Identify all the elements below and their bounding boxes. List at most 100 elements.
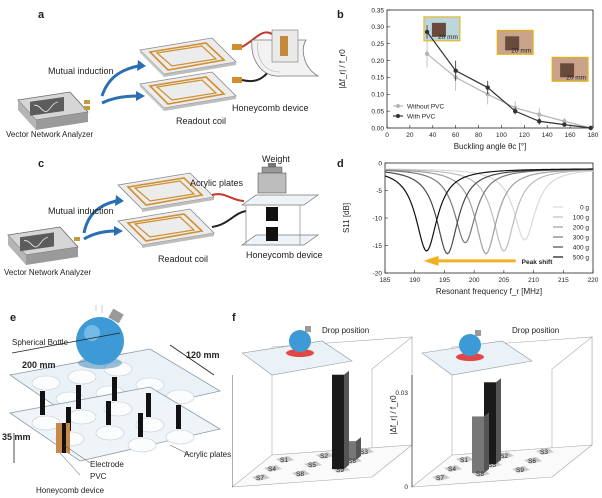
chart-f-bar-base	[456, 456, 474, 463]
label-e-spherical-bottle: Spherical Bottle	[12, 338, 69, 347]
chart-d-ytick-label: 0	[378, 160, 382, 167]
chart-b-legend-label: With PVC	[407, 114, 435, 121]
vna-icon-c	[7, 226, 80, 265]
label-c-vna: Vector Network Analyzer	[4, 268, 92, 277]
panel-c-illustration	[7, 163, 320, 265]
chart-d-xtick-label: 200	[469, 277, 480, 284]
chart-b-xtick-label: 140	[542, 132, 553, 139]
chart-d-xtick-label: 220	[588, 277, 599, 284]
chart-b-inset-device	[431, 22, 446, 37]
label-c-honeycomb: Honeycomb device	[246, 250, 323, 260]
chart-d-curve-0g	[384, 168, 594, 241]
chart-b-inset-device	[505, 36, 520, 51]
honeycomb-pillars	[40, 377, 181, 437]
chart-f-sensor-label: S3	[360, 449, 368, 456]
label-a-honeycomb: Honeycomb device	[232, 103, 309, 113]
chart-b-ytick-label: 0.35	[371, 7, 384, 14]
depth-dim-line	[169, 344, 215, 376]
chart-b-ylabel: |Δf_r| / f_r0	[338, 49, 347, 89]
label-e-honeycomb: Honeycomb device	[36, 486, 105, 495]
readout-coil-plate	[139, 71, 237, 111]
chart-f-sensor-label: S7	[436, 475, 444, 482]
chart-b-xlabel: Buckling angle θc [°]	[454, 142, 527, 151]
chart-d-legend-label: 0 g	[580, 205, 589, 212]
chart-d-ytick-label: -5	[376, 188, 382, 195]
chart-b-xtick-label: 0	[385, 132, 389, 139]
chart-f-ytick-top: 0.03	[395, 390, 408, 397]
lower-connector	[232, 77, 242, 83]
chart-f-ylabel: |Δf_r| / f_r0	[389, 395, 398, 435]
panel-label-b: b	[337, 9, 344, 21]
chart-b-inset-scale: 20 mm	[511, 47, 531, 54]
chart-b-xtick-label: 160	[565, 132, 576, 139]
chart-b-xtick-label: 60	[452, 132, 460, 139]
chart-f-sensor-label: S8	[476, 471, 484, 478]
chart-b-legend-marker	[396, 114, 400, 118]
chart-f-ytick-bottom: 0	[404, 484, 408, 491]
chart-b-point	[562, 122, 567, 127]
chart-d-xtick-label: 190	[409, 277, 420, 284]
chart-d-xlabel: Resonant frequency f_r [MHz]	[436, 287, 542, 296]
chart-d-xtick-label: 210	[528, 277, 539, 284]
label-e-depth: 120 mm	[186, 350, 220, 360]
label-e-electrode: Electrode	[90, 460, 124, 469]
chart-b-inset-scale: 20 mm	[566, 74, 586, 81]
chart-f-drop-marker	[456, 353, 484, 361]
chart-f-bar-base	[292, 470, 310, 477]
chart-f-sensor-label: S9	[516, 467, 524, 474]
chart-b-ytick-label: 0.05	[371, 108, 384, 115]
chart-d-legend-label: 200 g	[573, 225, 590, 232]
label-c-mutual-induction: Mutual induction	[48, 206, 114, 216]
chart-d-xtick-label: 215	[558, 277, 569, 284]
chart-b-xtick-label: 40	[429, 132, 437, 139]
chart-f-bar-base	[264, 465, 282, 472]
chart-f-ball	[459, 334, 481, 356]
vna-icon	[17, 91, 90, 130]
chart-d-ylabel: S11 [dB]	[342, 203, 351, 233]
chart-b-legend-marker	[396, 104, 400, 108]
chart-b-point	[562, 119, 567, 124]
chart-f-ball	[289, 330, 311, 352]
chart-b-inset-scale: 20 mm	[438, 34, 458, 41]
chart-d-xtick-label: 185	[380, 277, 391, 284]
chart-f-sensor-label: S1	[280, 457, 288, 464]
chart-f-bar-base	[524, 457, 542, 464]
chart-b-point	[453, 68, 458, 73]
panel-label-f: f	[232, 312, 236, 324]
chart-f-bar-base	[444, 465, 462, 472]
label-c-weight: Weight	[262, 154, 290, 164]
chart-d-annotation: Peak shift	[522, 259, 554, 266]
chart-d-xtick-label: 195	[439, 277, 450, 284]
chart-f-sensor-label: S6	[348, 458, 356, 465]
chart-f-sensor-label: S3	[540, 449, 548, 456]
chart-f-bar-s9	[332, 374, 344, 469]
readout-coil-plate-c	[117, 208, 215, 248]
chart-f-ball-cap	[305, 326, 311, 332]
chart-f-bar-base	[536, 448, 554, 455]
chart-f-bar-side	[356, 437, 361, 460]
chart-b-frame	[386, 9, 594, 129]
label-e-width: 200 mm	[22, 360, 56, 370]
chart-d-curve-400g	[384, 168, 594, 255]
label-e-height: 35 mm	[2, 432, 31, 442]
chart-f-ball-cap	[475, 330, 481, 336]
chart-f-sensor-label: S9	[336, 467, 344, 474]
chart-f-sensor-label: S1	[460, 457, 468, 464]
chart-b-ytick-label: 0.20	[371, 58, 384, 65]
chart-f-bar-base	[432, 474, 450, 481]
chart-f: 0.030|Δf_r| / f_r0S1S2S3S4S5S6S7S8S90.03…	[232, 326, 593, 491]
chart-d-legend-label: 100 g	[573, 215, 590, 222]
upper-connector	[232, 44, 242, 50]
arrow-down-c	[83, 229, 117, 241]
chart-b-ytick-label: 0.25	[371, 41, 384, 48]
panel-label-e: e	[10, 312, 17, 324]
chart-f-sensor-label: S4	[268, 466, 276, 473]
chart-b-ytick-label: 0.30	[371, 24, 384, 31]
chart-d-ytick-label: -20	[373, 270, 383, 277]
chart-d-curve-100g	[384, 168, 594, 252]
chart-b-ytick-label: 0.00	[371, 125, 384, 132]
chart-f-sensor-label: S2	[500, 453, 508, 460]
red-wire	[241, 31, 273, 48]
upper-coil-plate	[139, 37, 237, 77]
